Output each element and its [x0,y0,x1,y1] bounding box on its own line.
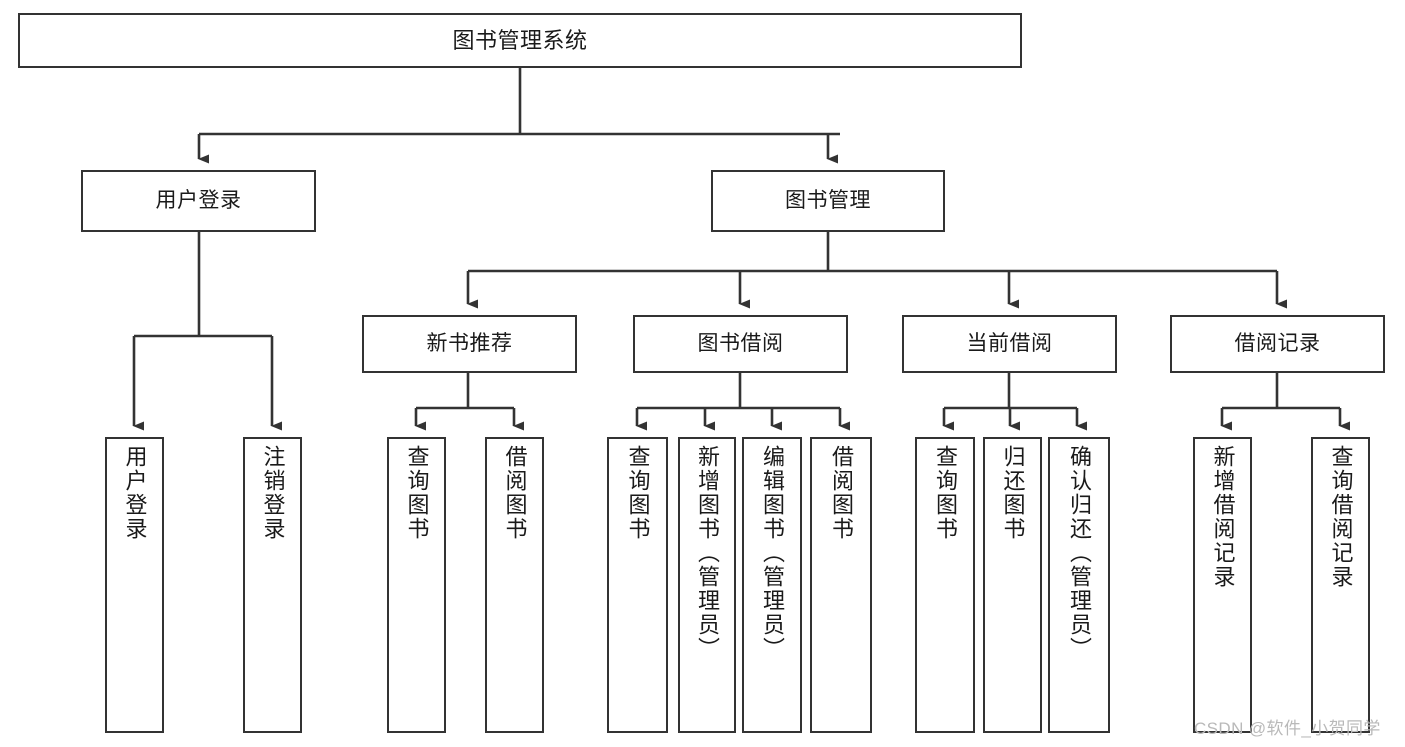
node-label: 新书推荐 [426,331,513,355]
leaf-borrow-book-recommend[interactable]: 借阅图书 [485,437,544,733]
leaf-borrow-book[interactable]: 借阅图书 [810,437,872,733]
leaf-query-borrow-record[interactable]: 查询借阅记录 [1311,437,1370,733]
node-book-borrow[interactable]: 图书借阅 [633,315,848,373]
node-book-manage[interactable]: 图书管理 [711,170,945,232]
node-label: 归还图书 [1000,445,1026,541]
node-label: 确认归还（管理员） [1067,445,1092,661]
node-root-system[interactable]: 图书管理系统 [18,13,1022,68]
leaf-return-book[interactable]: 归还图书 [983,437,1042,733]
leaf-query-book-current[interactable]: 查询图书 [915,437,975,733]
node-label: 编辑图书（管理员） [760,445,785,661]
node-new-book-recommend[interactable]: 新书推荐 [362,315,577,373]
node-current-borrow[interactable]: 当前借阅 [902,315,1117,373]
node-borrow-record[interactable]: 借阅记录 [1170,315,1385,373]
node-label: 用户登录 [155,188,242,212]
node-label: 用户登录 [122,445,148,541]
leaf-edit-book[interactable]: 编辑图书（管理员） [742,437,802,733]
node-label: 新增图书（管理员） [695,445,720,661]
node-label: 借阅图书 [502,445,528,541]
node-label: 借阅记录 [1234,331,1321,355]
leaf-confirm-return[interactable]: 确认归还（管理员） [1048,437,1110,733]
node-label: 新增借阅记录 [1210,445,1236,589]
node-label: 借阅图书 [829,445,854,541]
node-label: 当前借阅 [966,331,1053,355]
leaf-add-borrow-record[interactable]: 新增借阅记录 [1193,437,1252,733]
leaf-user-login[interactable]: 用户登录 [105,437,164,733]
node-label: 查询借阅记录 [1328,445,1354,589]
node-label: 图书管理系统 [452,27,588,53]
node-label: 查询图书 [625,445,651,541]
leaf-query-book-recommend[interactable]: 查询图书 [387,437,446,733]
leaf-logout-login[interactable]: 注销登录 [243,437,302,733]
node-label: 查询图书 [933,445,958,541]
node-label: 查询图书 [404,445,430,541]
node-label: 图书借阅 [697,331,784,355]
node-user-login[interactable]: 用户登录 [81,170,316,232]
leaf-query-book-borrow[interactable]: 查询图书 [607,437,668,733]
node-label: 注销登录 [260,445,286,541]
leaf-add-book[interactable]: 新增图书（管理员） [678,437,736,733]
node-label: 图书管理 [785,188,871,212]
csdn-watermark: CSDN @软件_小贺同学 [1194,719,1381,738]
